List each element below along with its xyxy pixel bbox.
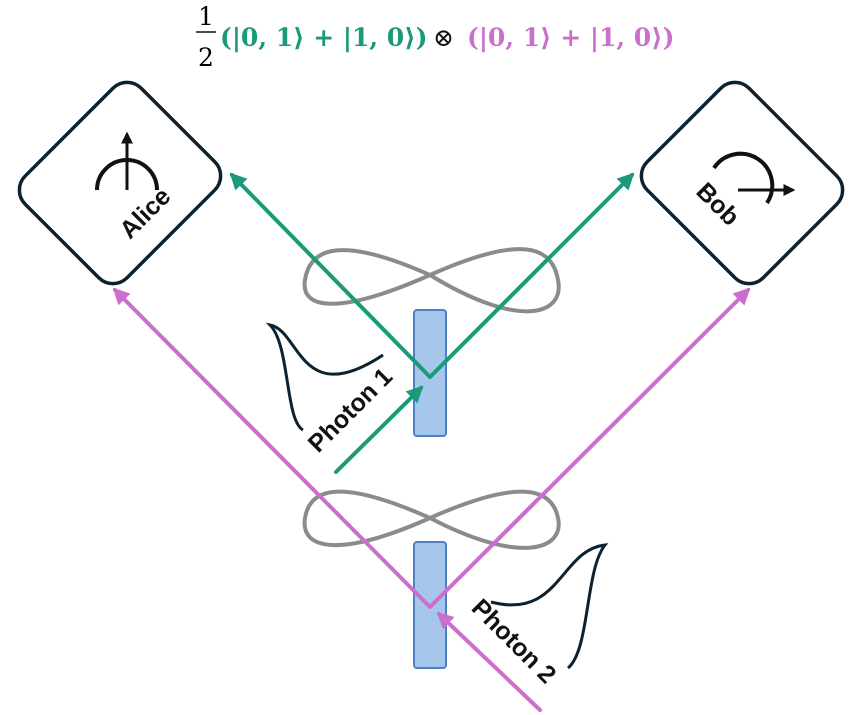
formula-part-2: (|0, 1⟩ + |1, 0⟩) (467, 23, 674, 52)
tensor-symbol: ⊗ (433, 23, 454, 52)
fraction-denominator: 2 (198, 43, 214, 72)
photon2-input-beam (436, 611, 542, 712)
pink-beam-to-bob (428, 287, 751, 609)
alice-box (17, 80, 223, 286)
crystal-upper (413, 309, 447, 437)
photon2-label: Photon 2 (466, 594, 561, 689)
bob-detector: Bob (639, 80, 845, 286)
pink-beams (112, 287, 751, 712)
entanglement-loop-upper (302, 247, 561, 314)
green-beams (229, 172, 635, 474)
state-formula: 1 2 (|0, 1⟩ + |1, 0⟩) ⊗ (|0, 1⟩ + |1, 0⟩… (196, 2, 674, 72)
pink-beam-to-alice (112, 287, 432, 609)
fraction-numerator: 1 (198, 2, 214, 31)
green-beam-to-alice (229, 172, 432, 379)
bob-box (639, 80, 845, 286)
photon1-label: Photon 1 (303, 363, 398, 458)
green-beam-to-bob (428, 172, 635, 379)
entanglement-loop-lower (302, 489, 561, 550)
photon2-pulse-icon (490, 543, 609, 670)
photon1-input-beam (334, 385, 424, 474)
alice-detector: Alice (17, 80, 223, 286)
photon1-pulse-icon (265, 322, 384, 432)
formula-part-1: (|0, 1⟩ + |1, 0⟩) (220, 23, 427, 52)
